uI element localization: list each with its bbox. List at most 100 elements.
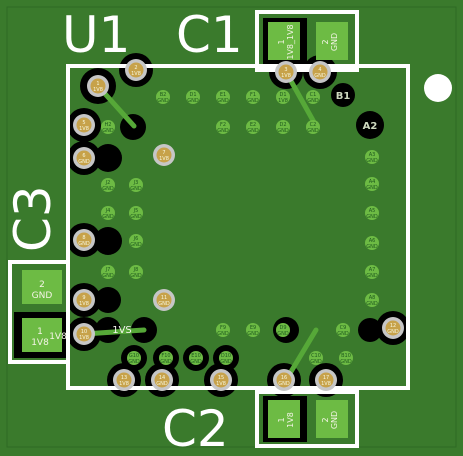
bga-ball-name: A7 — [369, 267, 376, 273]
bga-ball-net: GND — [307, 128, 319, 134]
bga-ball-pad — [339, 351, 353, 365]
bga-ball-pad — [306, 90, 320, 104]
bga-ball-net: GND — [366, 185, 378, 191]
c1-pad-2[interactable] — [316, 22, 348, 60]
bga-ball-pad — [365, 206, 379, 220]
bga-ball-pad — [159, 351, 173, 365]
c2-pad-2[interactable] — [316, 400, 348, 438]
bga-ball-pad — [216, 120, 230, 134]
bga-ball-pad — [156, 90, 170, 104]
via-drill — [76, 292, 92, 308]
via-name: 4 — [318, 67, 321, 73]
c1-silkscreen — [255, 10, 359, 72]
bga-ball-net: GND — [128, 359, 140, 365]
bga-ball-pad — [101, 120, 115, 134]
bga-ball-name: F9 — [220, 325, 226, 331]
bga-ball-name: J3 — [133, 180, 139, 186]
bga-ball-name: J5 — [133, 208, 139, 214]
via-name: 13 — [121, 375, 127, 381]
bga-ball-pad — [101, 178, 115, 192]
bga-ball-pad — [336, 323, 350, 337]
c2-pad-1[interactable] — [268, 400, 300, 438]
bga-ball-name: F10 — [161, 353, 170, 359]
via-net: 1V8 — [281, 73, 291, 79]
via-drill — [278, 64, 294, 80]
bga-ball-name: D10 — [221, 353, 231, 359]
bga-ball-net: GND — [102, 128, 114, 134]
via-name: 3 — [284, 67, 287, 73]
bga-ball-pad — [365, 236, 379, 250]
via-drill — [116, 372, 132, 388]
via-name: 9 — [82, 295, 85, 301]
bga-ball-pad — [216, 90, 230, 104]
ball-a2-label: A2 — [363, 121, 378, 132]
bga-ball-net: GND — [217, 128, 229, 134]
c3-pad-1-num: 1 — [37, 327, 43, 337]
bga-ball-name: D1 — [189, 92, 196, 98]
bga-ball-name: C9 — [340, 325, 347, 331]
bga-ball-name: A3 — [369, 152, 376, 158]
c3-silkscreen — [8, 260, 70, 364]
via-net: GND — [156, 381, 168, 387]
bga-ball-pad — [276, 90, 290, 104]
c1-pad-1[interactable] — [268, 22, 300, 60]
via-name: 12 — [390, 323, 396, 329]
bga-ball-name: A6 — [369, 238, 376, 244]
via-name: 5 — [82, 120, 85, 126]
bga-ball-pad — [246, 323, 260, 337]
bga-ball-net: GND — [130, 273, 142, 279]
c1-refdes: C1 — [176, 6, 243, 64]
bga-ball-name: J8 — [133, 267, 139, 273]
c3-pad-2[interactable] — [22, 270, 62, 304]
bga-ball-net: GND — [366, 214, 378, 220]
c3-pad-1[interactable] — [22, 318, 62, 352]
via-net: 1V8 — [216, 381, 226, 387]
via-net: 1V8 — [79, 126, 89, 132]
via-drill — [76, 232, 92, 248]
via-drill — [213, 372, 229, 388]
bga-ball-net: GND — [217, 98, 229, 104]
via-net: 1V8 — [159, 156, 169, 162]
via-drill — [76, 326, 92, 342]
bga-ball-name: H2 — [105, 122, 112, 128]
bga-ball-pad — [101, 265, 115, 279]
bga-ball-pad — [129, 206, 143, 220]
c1-pad-1-num: 1 — [277, 39, 286, 44]
bga-ball-pad — [276, 323, 290, 337]
bga-ball-name: E1 — [220, 92, 226, 98]
via-array: 11V821V831V84GND51V86GND71V88GND91V8101V… — [73, 59, 404, 391]
via-net: GND — [278, 381, 290, 387]
bga-ball-pad — [129, 234, 143, 248]
bga-ball-net: GND — [366, 244, 378, 250]
via-name: 1 — [96, 81, 99, 87]
bga-ball-net: GND — [307, 98, 319, 104]
via-name: 8 — [82, 235, 85, 241]
c3-pad-1-net: 1V8 — [31, 338, 49, 348]
bga-ball-name: F2 — [220, 122, 226, 128]
via-drill — [318, 372, 334, 388]
bga-ball-name: C10 — [311, 353, 321, 359]
